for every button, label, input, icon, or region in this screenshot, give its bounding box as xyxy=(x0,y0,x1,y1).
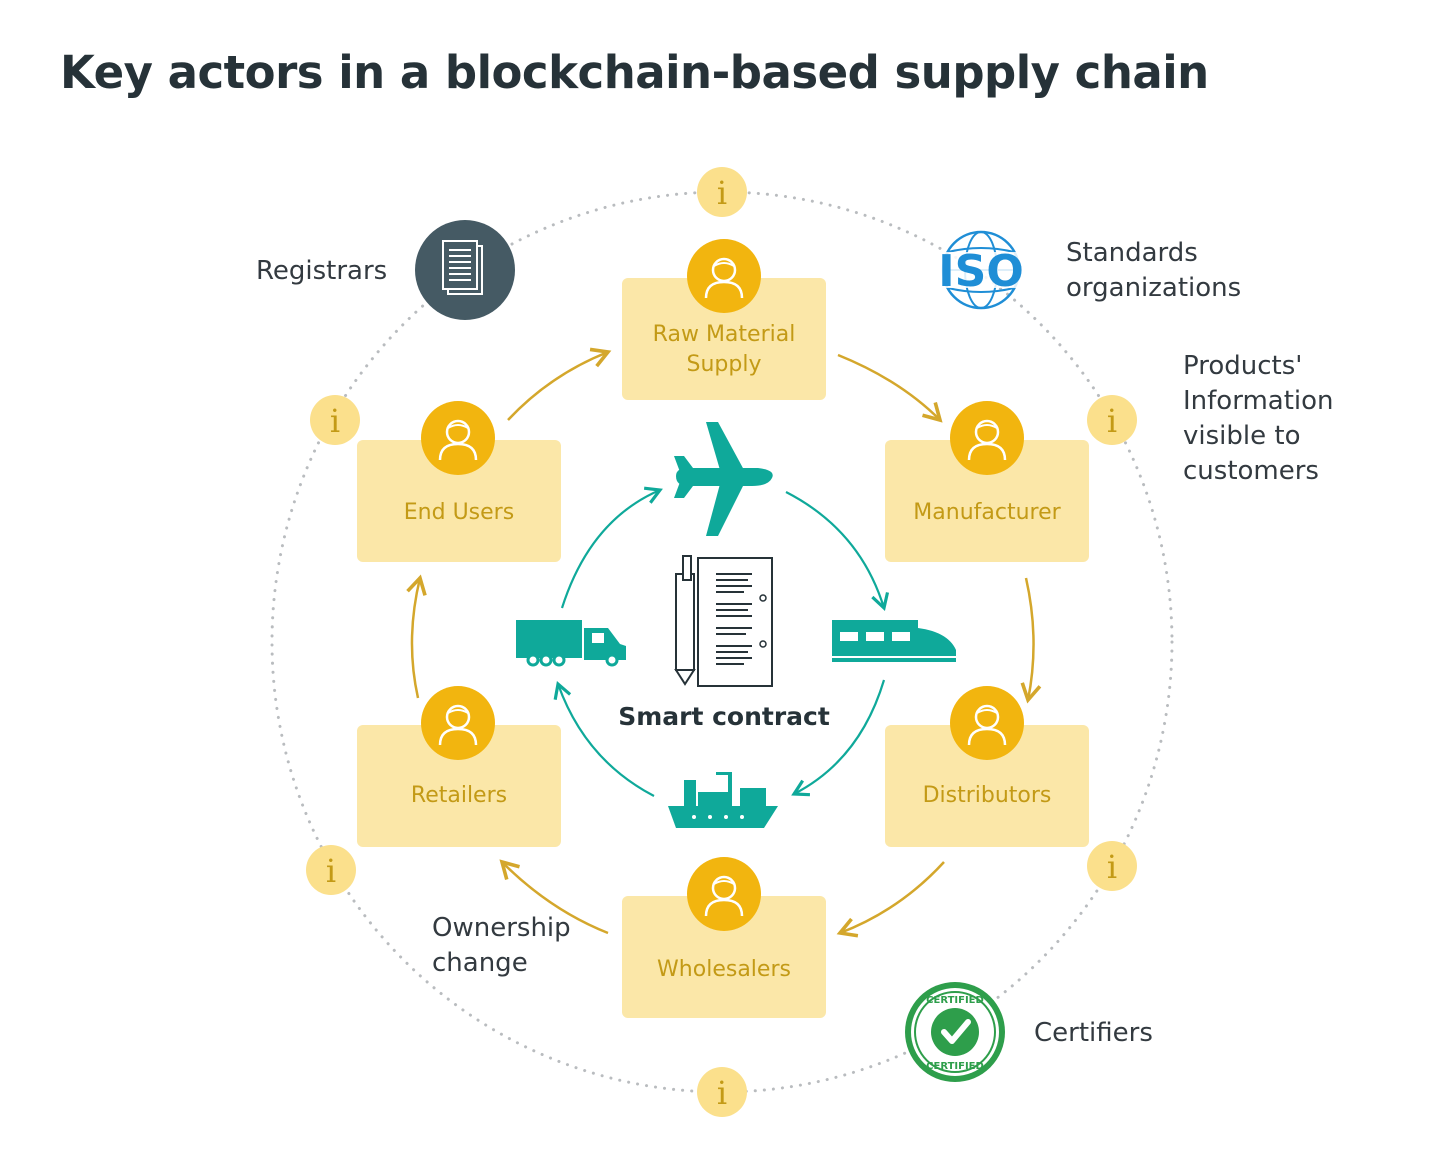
document-icon xyxy=(415,220,515,320)
person-icon xyxy=(421,686,495,760)
arrow-manufacturer-to-distributors xyxy=(1020,577,1042,704)
person-icon xyxy=(950,686,1024,760)
train-icon xyxy=(832,620,956,662)
products-information-label: Products' Information visible to custome… xyxy=(1183,351,1334,486)
logistics-arrows xyxy=(553,486,890,797)
info-icon: i xyxy=(1087,395,1137,445)
info-icon: i xyxy=(1087,841,1137,891)
info-icon: i xyxy=(697,167,747,217)
ownership-change-label: Ownership change xyxy=(432,913,571,978)
person-icon xyxy=(687,857,761,931)
svg-text:ISO: ISO xyxy=(938,246,1023,297)
registrars-label: Registrars xyxy=(256,256,388,286)
certified-badge-icon: CERTIFIED CERTIFIED xyxy=(905,982,1005,1082)
truck-icon xyxy=(516,620,626,667)
airplane-icon xyxy=(674,422,773,536)
arrow-wholesalers-to-retailers xyxy=(499,859,609,935)
actor-label: Wholesalers xyxy=(657,957,791,982)
person-icon xyxy=(950,401,1024,475)
actor-box-manufacturer: Manufacturer xyxy=(885,440,1089,562)
svg-text:i: i xyxy=(330,402,340,440)
svg-text:i: i xyxy=(1107,848,1117,886)
svg-text:CERTIFIED: CERTIFIED xyxy=(926,995,984,1006)
actor-label: End Users xyxy=(403,500,515,525)
ship-icon xyxy=(668,772,778,828)
info-icon: i xyxy=(697,1067,747,1117)
svg-text:CERTIFIED: CERTIFIED xyxy=(926,1061,984,1072)
actor-label: Retailers xyxy=(410,783,508,808)
arrow-endusers-to-raw xyxy=(507,347,612,421)
smart-contract-label: Smart contract xyxy=(618,702,830,731)
person-icon xyxy=(421,401,495,475)
person-icon xyxy=(687,239,761,313)
arrow-distributors-to-wholesalers xyxy=(836,861,945,938)
ownership-arrows xyxy=(406,347,1042,938)
pen-icon xyxy=(674,555,696,686)
svg-text:i: i xyxy=(326,852,336,890)
actor-label: Raw Material Supply xyxy=(652,322,796,377)
iso-logo-icon: ISO xyxy=(931,230,1031,310)
arrow-retailers-to-endusers xyxy=(406,574,427,699)
svg-text:i: i xyxy=(717,1074,727,1112)
certifiers-label: Certifiers xyxy=(1034,1018,1153,1048)
svg-text:i: i xyxy=(1107,402,1117,440)
info-icon: i xyxy=(306,845,356,895)
standards-organizations-label: Standards organizations xyxy=(1066,238,1242,303)
contract-icon xyxy=(697,557,773,687)
page-title: Key actors in a blockchain-based supply … xyxy=(60,46,1209,99)
actor-label: Distributors xyxy=(922,783,1052,808)
info-markers: i i i i i i xyxy=(306,167,1137,1117)
actor-label: Manufacturer xyxy=(913,500,1061,525)
info-icon: i xyxy=(310,395,360,445)
arrow-raw-to-manufacturer xyxy=(837,353,943,423)
svg-text:i: i xyxy=(717,174,727,212)
